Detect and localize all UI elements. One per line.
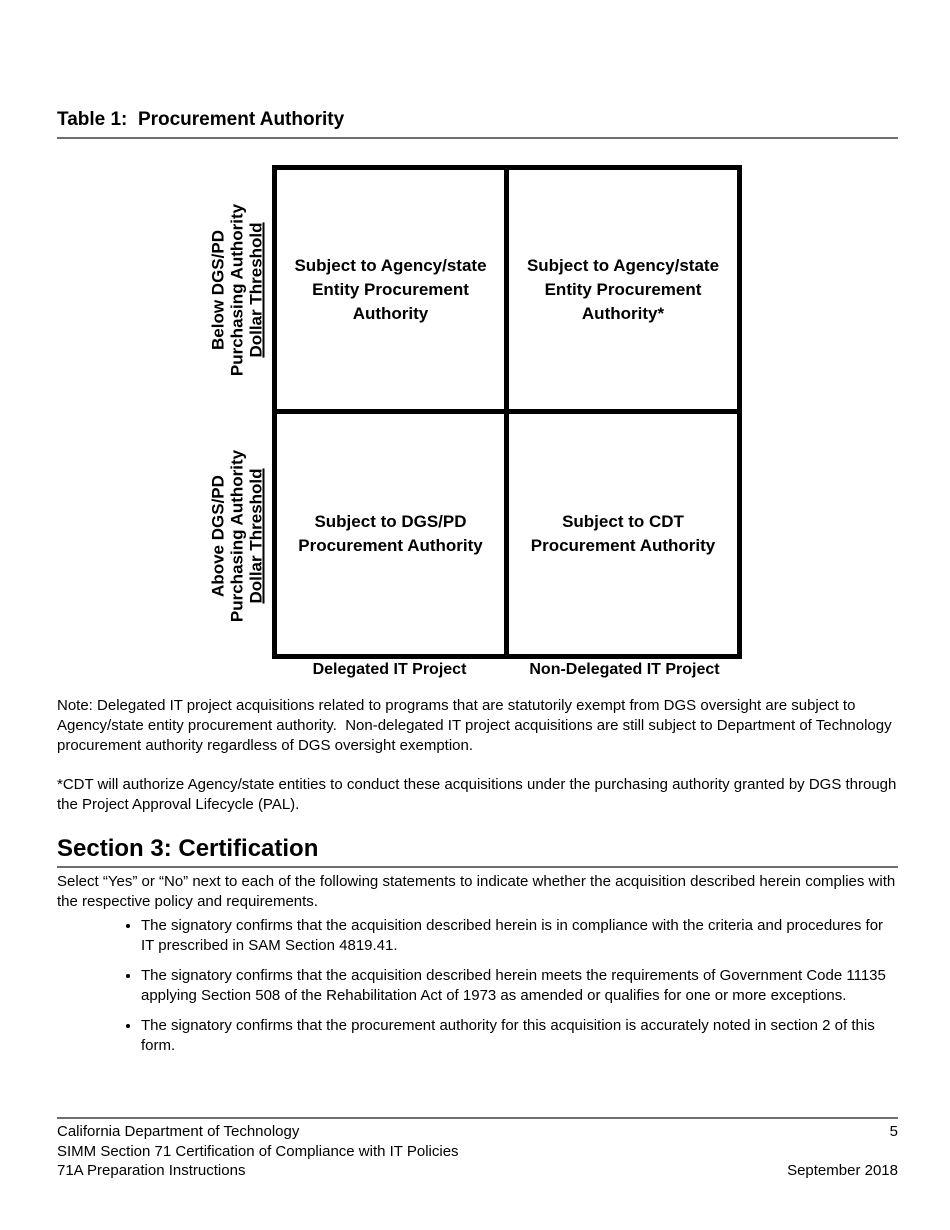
row-label-line: Above DGS/PD (208, 475, 228, 597)
certification-statement: The signatory confirms that the procurem… (141, 1016, 898, 1056)
footer-row: SIMM Section 71 Certification of Complia… (57, 1142, 898, 1162)
matrix-cell-below-nondelegated: Subject to Agency/state Entity Procureme… (507, 170, 737, 412)
cell-text-line: Procurement Authority (530, 536, 716, 555)
row-label-line: Purchasing Authority (227, 203, 247, 377)
row-label-line-underlined: Dollar Threshold (246, 222, 266, 358)
cell-text-line: Subject to DGS/PD (314, 512, 467, 531)
footer-page-number: 5 (889, 1123, 898, 1140)
cell-text-line: Subject to Agency/state (294, 255, 487, 275)
matrix-cell-above-delegated: Subject to DGS/PD Procurement Authority (277, 412, 507, 654)
footer-row: 71A Preparation Instructions September 2… (57, 1161, 898, 1181)
table-1-heading: Table 1: Procurement Authority (57, 108, 898, 139)
cell-text-line: Subject to Agency/state (526, 255, 720, 275)
cell-text-line: Authority* (581, 303, 665, 323)
certification-statement: The signatory confirms that the acquisit… (141, 916, 898, 956)
footer-document-subtitle: 71A Preparation Instructions (57, 1162, 246, 1179)
matrix-cell-below-delegated: Subject to Agency/state Entity Procureme… (277, 170, 507, 412)
cell-text-line: Procurement Authority (298, 536, 483, 555)
row-label-line: Purchasing Authority (227, 449, 247, 623)
page-footer: California Department of Technology 5 SI… (57, 1117, 898, 1181)
row-label-line: Below DGS/PD (208, 230, 228, 350)
certification-statement: The signatory confirms that the acquisit… (141, 966, 898, 1006)
procurement-authority-matrix: Subject to Agency/state Entity Procureme… (272, 165, 742, 659)
footer-organization: California Department of Technology (57, 1123, 300, 1140)
matrix-cell-above-nondelegated: Subject to CDT Procurement Authority (507, 412, 737, 654)
cell-text-line: Subject to CDT (562, 512, 684, 531)
col-label-delegated: Delegated IT Project (312, 661, 467, 678)
cell-text-line: Authority (352, 303, 429, 323)
footer-date: September 2018 (787, 1162, 898, 1179)
row-label-below-threshold: Below DGS/PD Purchasing Authority Dollar… (209, 204, 266, 376)
certification-statements-list: The signatory confirms that the acquisit… (57, 916, 898, 1066)
footer-row: California Department of Technology 5 (57, 1122, 898, 1142)
footer-document-title: SIMM Section 71 Certification of Complia… (57, 1142, 459, 1160)
cell-text-line: Entity Procurement (544, 279, 702, 299)
cell-text-line: Entity Procurement (312, 279, 469, 299)
note-paragraph: Note: Delegated IT project acquisitions … (57, 697, 896, 754)
section-3-heading: Section 3: Certification (57, 835, 898, 868)
col-label-nondelegated: Non-Delegated IT Project (529, 661, 720, 678)
row-label-above-threshold: Above DGS/PD Purchasing Authority Dollar… (209, 450, 266, 622)
footnote-paragraph: *CDT will authorize Agency/state entitie… (57, 776, 901, 813)
row-label-line-underlined: Dollar Threshold (246, 468, 266, 604)
section-3-intro: Select “Yes” or “No” next to each of the… (57, 873, 900, 910)
